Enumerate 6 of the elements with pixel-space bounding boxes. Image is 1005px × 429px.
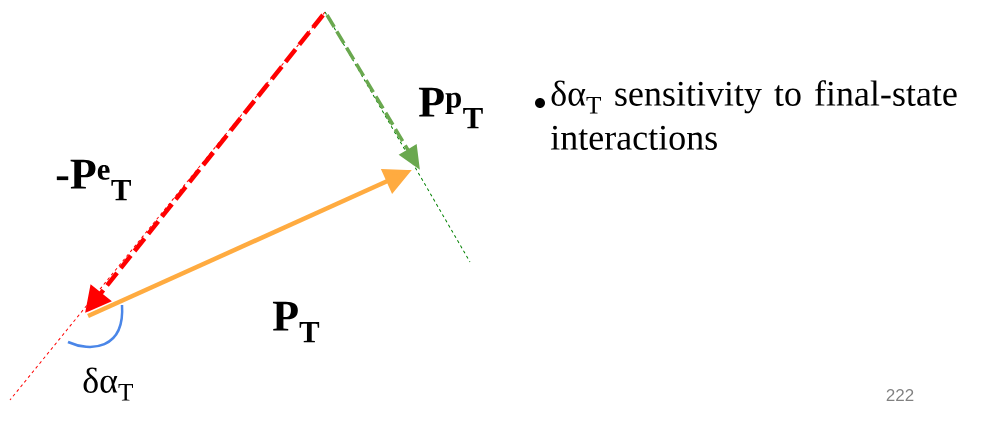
vector-label: -P$^{e}$T — [56, 159, 131, 201]
angle-label: δα$_{T}$ — [83, 367, 133, 401]
vector-label: P$_{T}$ — [272, 301, 320, 343]
bullet-text: δα$_{T}$ sensitivity to final-state interactions — [550, 80, 957, 150]
page-number: 222 — [886, 389, 914, 401]
vector-label: P$^{p}$T — [418, 87, 483, 129]
